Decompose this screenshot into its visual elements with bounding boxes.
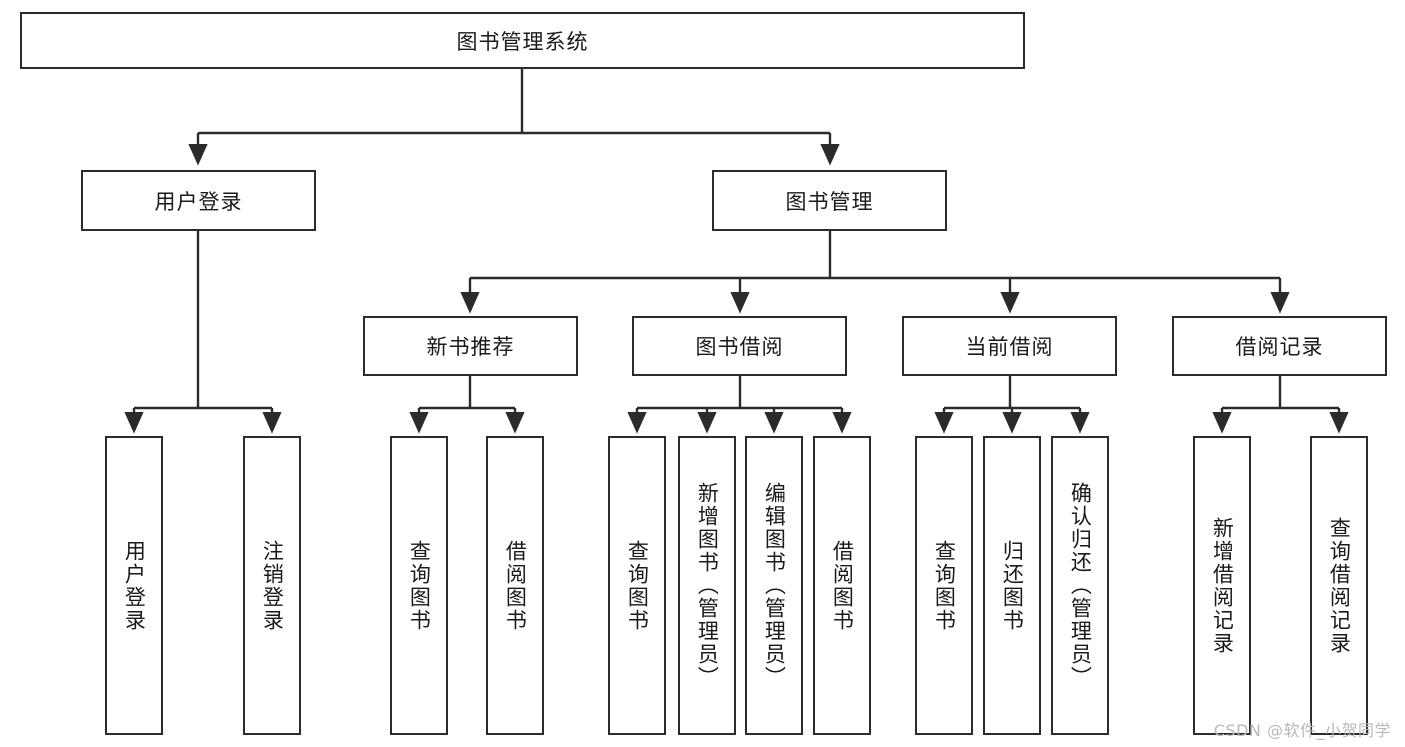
leaf-logout[interactable]: 注销登录 (243, 436, 301, 735)
node-borrow-record-label: 借阅记录 (1235, 335, 1324, 359)
leaf-recommend-borrow-book-label: 借阅图书 (503, 539, 528, 632)
leaf-add-book-admin[interactable]: 新增图书（管理员） (678, 436, 736, 735)
leaf-confirm-return-admin-label: 确认归还（管理员） (1068, 482, 1093, 689)
node-book-borrow-label: 图书借阅 (695, 335, 784, 359)
leaf-add-borrow-record-label: 新增借阅记录 (1210, 516, 1235, 655)
leaf-borrow-query-book-label: 查询图书 (625, 539, 650, 632)
leaf-add-book-admin-label: 新增图书（管理员） (695, 482, 720, 689)
leaf-user-login-label: 用户登录 (122, 539, 147, 632)
leaf-recommend-query-book[interactable]: 查询图书 (390, 436, 448, 735)
node-root-label: 图书管理系统 (456, 29, 589, 54)
leaf-return-book[interactable]: 归还图书 (983, 436, 1041, 735)
node-user-login-label: 用户登录 (154, 189, 243, 214)
leaf-query-borrow-record-label: 查询借阅记录 (1327, 516, 1352, 655)
node-book-management[interactable]: 图书管理 (712, 170, 947, 231)
leaf-edit-book-admin-label: 编辑图书（管理员） (762, 482, 787, 689)
node-current-borrow[interactable]: 当前借阅 (902, 316, 1117, 376)
leaf-current-query-book-label: 查询图书 (932, 539, 957, 632)
node-book-borrow[interactable]: 图书借阅 (632, 316, 847, 376)
leaf-query-borrow-record[interactable]: 查询借阅记录 (1310, 436, 1368, 735)
node-user-login[interactable]: 用户登录 (81, 170, 316, 231)
node-new-book-recommend[interactable]: 新书推荐 (363, 316, 578, 376)
node-borrow-record[interactable]: 借阅记录 (1172, 316, 1387, 376)
node-new-book-recommend-label: 新书推荐 (426, 335, 515, 359)
node-current-borrow-label: 当前借阅 (965, 335, 1054, 359)
watermark: CSDN @软件_小贺同学 (1213, 721, 1391, 740)
node-book-management-label: 图书管理 (785, 189, 874, 214)
leaf-logout-label: 注销登录 (260, 539, 285, 632)
leaf-borrow-query-book[interactable]: 查询图书 (608, 436, 666, 735)
leaf-borrow-book[interactable]: 借阅图书 (813, 436, 871, 735)
leaf-add-borrow-record[interactable]: 新增借阅记录 (1193, 436, 1251, 735)
leaf-recommend-query-book-label: 查询图书 (407, 539, 432, 632)
leaf-current-query-book[interactable]: 查询图书 (915, 436, 973, 735)
leaf-borrow-book-label: 借阅图书 (830, 539, 855, 632)
leaf-confirm-return-admin[interactable]: 确认归还（管理员） (1051, 436, 1109, 735)
leaf-user-login[interactable]: 用户登录 (105, 436, 163, 735)
leaf-return-book-label: 归还图书 (1000, 539, 1025, 632)
leaf-recommend-borrow-book[interactable]: 借阅图书 (486, 436, 544, 735)
leaf-edit-book-admin[interactable]: 编辑图书（管理员） (745, 436, 803, 735)
node-root[interactable]: 图书管理系统 (20, 12, 1025, 69)
